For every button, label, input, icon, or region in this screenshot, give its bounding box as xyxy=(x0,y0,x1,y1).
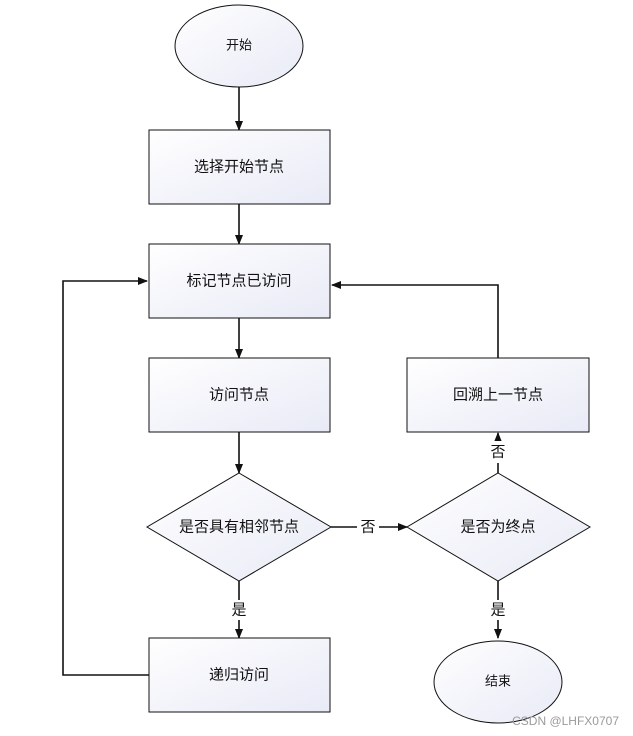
has-neighbor-yes-label: 是 xyxy=(231,601,246,619)
edge-recursive-loop-back xyxy=(62,277,149,676)
start-terminal: 开始 xyxy=(174,4,304,88)
mark-visited-label: 标记节点已访问 xyxy=(186,272,291,290)
is-end-no-label: 否 xyxy=(490,443,505,461)
visit-node-label: 访问节点 xyxy=(209,386,269,404)
recursive-visit-label: 递归访问 xyxy=(209,666,269,684)
visit-node-process: 访问节点 xyxy=(148,357,331,433)
has-neighbor-decision: 是否具有相邻节点 xyxy=(146,472,332,582)
is-end-yes-label: 是 xyxy=(490,601,505,619)
is-end-label: 是否为终点 xyxy=(460,518,535,536)
select-start-node-process: 选择开始节点 xyxy=(148,129,331,205)
watermark: CSDN @LHFX0707 xyxy=(512,714,619,728)
backtrack-label: 回溯上一节点 xyxy=(453,386,543,404)
has-neighbor-label: 是否具有相邻节点 xyxy=(179,518,299,536)
mark-visited-process: 标记节点已访问 xyxy=(148,243,331,319)
recursive-visit-process: 递归访问 xyxy=(148,637,331,713)
start-label: 开始 xyxy=(226,39,252,54)
has-neighbor-no-label: 否 xyxy=(360,518,375,536)
is-end-decision: 是否为终点 xyxy=(406,472,591,582)
edge-backtrack-to-mark xyxy=(331,281,499,358)
backtrack-process: 回溯上一节点 xyxy=(406,357,590,433)
end-label: 结束 xyxy=(485,675,511,690)
select-start-node-label: 选择开始节点 xyxy=(194,158,284,176)
end-terminal: 结束 xyxy=(433,640,563,724)
